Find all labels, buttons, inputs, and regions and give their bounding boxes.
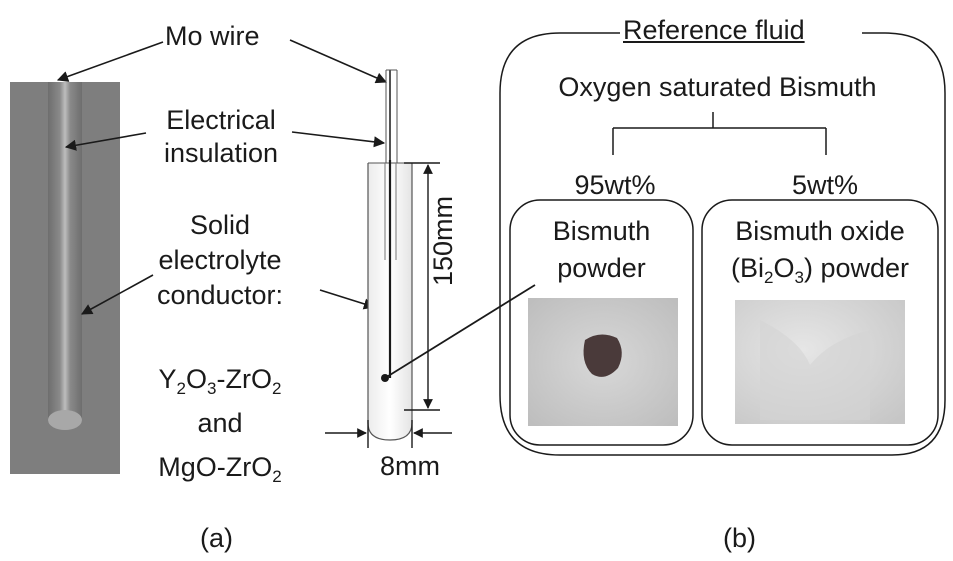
- material-mgo-zro2: MgO-ZrO2: [158, 452, 282, 486]
- diameter-label: 8mm: [380, 451, 440, 481]
- arrow-electrolyte-photo: [81, 274, 154, 315]
- bismuth-oxide-box: [701, 199, 939, 446]
- dimension-150mm: [404, 162, 440, 411]
- insulation-label-line2: insulation: [163, 138, 279, 168]
- length-label: 150mm: [428, 195, 458, 286]
- electrolyte-label-line1: Solid: [189, 210, 251, 240]
- bismuth-oxide-label: Bismuth oxide (Bi2O3) powder: [702, 216, 938, 287]
- and-label: and: [197, 408, 243, 438]
- panel-b-label: (b): [723, 523, 756, 553]
- bismuth-powder-line1: Bismuth: [552, 216, 651, 246]
- annotation-arrows: [56, 39, 388, 315]
- reference-fluid-title: Reference fluid: [623, 15, 805, 45]
- insulation-label: Electrical insulation: [146, 107, 296, 167]
- oxygen-saturated-label: Oxygen saturated Bismuth: [558, 72, 877, 102]
- insulation-label-line1: Electrical: [166, 105, 276, 135]
- bismuth-oxide-line2: (Bi2O3) powder: [731, 253, 909, 287]
- composition-bracket: [612, 112, 827, 155]
- bismuth-powder-box: [509, 199, 694, 446]
- arrow-mo-wire-drawing: [289, 39, 388, 84]
- right-percentage: 5wt%: [791, 170, 859, 200]
- bismuth-oxide-photo: [735, 300, 905, 424]
- bismuth-powder-label: Bismuth powder: [510, 218, 693, 282]
- panel-a-label: (a): [200, 523, 233, 553]
- material-y2o3-zro2: Y2O3-ZrO2: [158, 364, 282, 398]
- arrow-mo-wire-photo: [56, 41, 164, 82]
- reference-fluid-box: [499, 32, 946, 456]
- electrolyte-label-line3: conductor:: [156, 280, 284, 310]
- arrow-insulation-drawing: [291, 131, 386, 148]
- electrolyte-label-line2: electrolyte: [158, 245, 282, 275]
- left-percentage: 95wt%: [574, 170, 656, 200]
- electrolyte-label: Solid electrolyte conductor:: [145, 212, 295, 309]
- bismuth-oxide-line1: Bismuth oxide: [735, 216, 905, 246]
- bismuth-powder-photo: [528, 298, 678, 426]
- sensor-schematic: [367, 69, 413, 441]
- mo-wire-label: Mo wire: [165, 21, 260, 51]
- dimension-8mm: [325, 420, 452, 448]
- arrow-electrolyte-drawing: [319, 289, 376, 310]
- bismuth-powder-line2: powder: [557, 253, 646, 283]
- arrow-insulation-photo: [64, 132, 147, 151]
